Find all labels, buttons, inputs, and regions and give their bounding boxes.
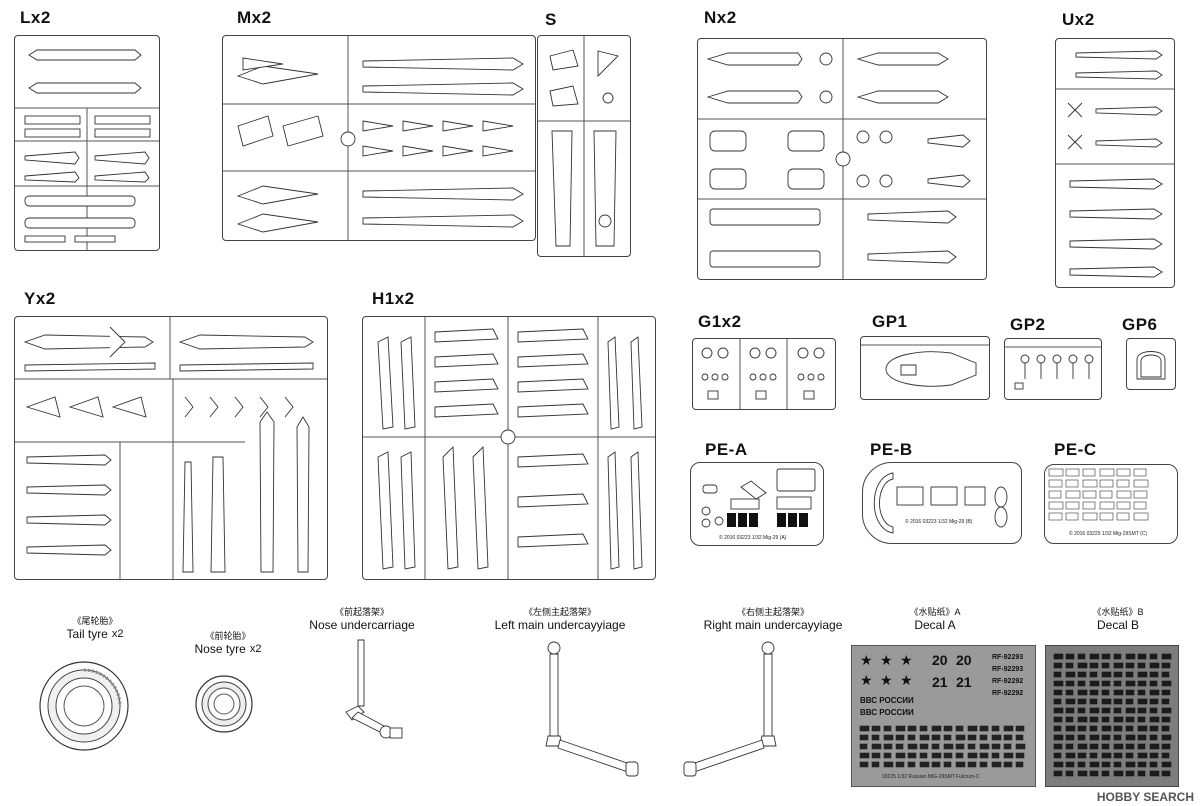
sprue-u-drawing [1056,50,1174,278]
sprue-n-label: Nx2 [704,8,737,27]
decal-number: 20 [956,652,972,668]
left-gear-caption: 《左侧主起落架》 Left main undercayyiage [480,606,640,633]
left-gear-icon [545,641,639,777]
sprue-g1-frame [692,338,836,410]
sprue-h1-frame [362,316,656,580]
sprue-l-frame [14,35,160,251]
star-icon: ★ [880,652,893,668]
decal-code: RF-92293 [992,654,1024,661]
pe-a-frame: © 2016 03223 1/32 Mig-29 (A) [690,462,824,546]
decal-a-caption: 《水贴纸》A Decal A [880,606,990,633]
sprue-h1-drawing [363,317,655,579]
left-gear-cn: 《左侧主起落架》 [523,607,596,617]
sprue-gp1-drawing [861,344,989,387]
tail-tyre-cn: 《尾轮胎》 [72,616,118,626]
nose-gear-cn: 《前起落架》 [334,607,389,617]
pe-b-imprint: © 2016 03223 1/32 Mig-29 (B) [905,519,973,525]
decal-text: ВВС РОССИИ [860,696,914,705]
decal-number: 21 [956,674,972,690]
sprue-g1-label: G1x2 [698,312,742,331]
sprue-gp6-drawing [1136,351,1166,380]
decal-a-cn: 《水贴纸》A [909,607,961,617]
pe-c-drawing [1048,468,1149,521]
sprue-y-frame [14,316,328,580]
sprue-m-drawing [223,36,535,240]
sprue-gp2-label: GP2 [1010,315,1046,334]
tail-tyre-icon [39,661,129,751]
pe-c-frame: © 2016 03225 1/32 Mig-29SMT (C) [1044,464,1178,544]
decal-a-footer: 03225 1/32 Russian MiG-29SMT Fulcrum-C [882,774,980,780]
right-gear-caption: 《右侧主起落架》 Right main undercayyiage [688,606,858,633]
pe-b-frame: © 2016 03223 1/32 Mig-29 (B) [862,462,1022,544]
sprue-m-frame [222,35,536,241]
decal-text: ВВС РОССИИ [860,708,914,717]
right-gear-icon [683,641,777,777]
decal-b-sheet [1045,645,1179,787]
decal-a-small-decals [859,725,1026,768]
sprue-u-label: Ux2 [1062,10,1095,29]
sprue-m-label: Mx2 [237,8,272,27]
right-gear-en: Right main undercayyiage [703,618,843,632]
decal-b-caption: 《水贴纸》B Decal B [1068,606,1168,633]
sprue-n-drawing [698,39,986,279]
tail-tyre-mult: x2 [111,628,124,640]
decal-b-small-decals [1053,653,1172,777]
star-icon: ★ [880,672,893,688]
decal-number: 21 [932,674,948,690]
left-gear-en: Left main undercayyiage [494,618,626,632]
pe-b-drawing [873,472,1008,534]
sprue-u-frame [1055,38,1175,288]
sprue-gp2-frame [1004,338,1102,400]
pe-a-drawing [701,468,816,528]
tail-tyre-en: Tail tyre [66,627,108,641]
pe-a-label: PE-A [705,440,748,459]
nose-tyre-cn: 《前轮胎》 [205,631,251,641]
sprue-s-frame [537,35,631,257]
star-icon: ★ [900,652,913,668]
decal-a-en: Decal A [914,618,956,632]
star-icon: ★ [860,672,873,688]
sprue-n-frame [697,38,987,280]
sprue-l-drawing [15,49,159,250]
nose-tyre-icon [195,675,253,733]
sprue-s-drawing [538,36,630,256]
sprue-y-label: Yx2 [24,289,56,308]
decal-b-cn: 《水贴纸》B [1092,607,1144,617]
decal-code: RF-92292 [992,678,1024,685]
nose-gear-icon [345,639,403,739]
star-icon: ★ [860,652,873,668]
sprue-gp1-label: GP1 [872,312,908,331]
decal-code: RF-92293 [992,666,1024,673]
nose-tyre-mult: x2 [249,643,262,655]
nose-gear-en: Nose undercarriage [309,618,415,632]
nose-tyre-en: Nose tyre [194,642,246,656]
pe-a-imprint: © 2016 03223 1/32 Mig-29 (A) [719,535,787,541]
sprue-y-drawing [15,317,327,579]
pe-b-label: PE-B [870,440,913,459]
right-gear-cn: 《右侧主起落架》 [736,607,809,617]
sprue-gp1-frame [860,336,990,400]
decal-code: RF-92292 [992,690,1024,697]
sprue-gp2-drawing [1005,346,1101,390]
pe-c-imprint: © 2016 03225 1/32 Mig-29SMT (C) [1069,531,1148,537]
sprue-g1-drawing [701,339,825,409]
sprue-gp6-frame [1126,338,1176,390]
decal-a-sheet: ★ ★ ★ ★ ★ ★ 20 20 21 21 RF-92293 RF-9229… [851,645,1036,787]
pe-c-label: PE-C [1054,440,1097,459]
decal-number: 20 [932,652,948,668]
decal-b-en: Decal B [1096,618,1140,632]
sprue-gp6-label: GP6 [1122,315,1158,334]
sprue-h1-label: H1x2 [372,289,415,308]
nose-gear-caption: 《前起落架》 Nose undercarriage [300,606,424,633]
sprue-s-label: S [545,10,557,29]
star-icon: ★ [900,672,913,688]
sprue-l-label: Lx2 [20,8,51,27]
watermark: HOBBY SEARCH [1096,790,1194,804]
